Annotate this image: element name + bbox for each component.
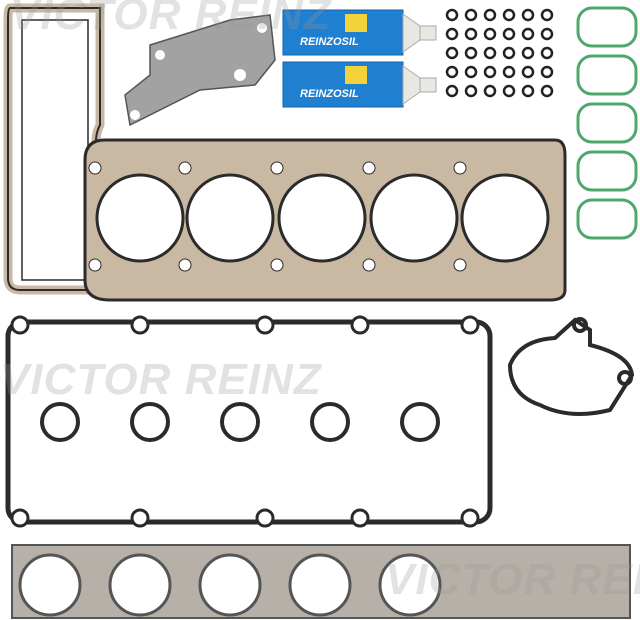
bolt-hole bbox=[130, 315, 150, 335]
sealant-tube-1 bbox=[282, 9, 437, 56]
o-ring bbox=[540, 65, 554, 79]
bolt-hole bbox=[460, 508, 480, 528]
o-ring bbox=[483, 46, 497, 60]
o-rings bbox=[445, 8, 554, 98]
o-ring bbox=[521, 65, 535, 79]
tube-label: REINZOSIL bbox=[300, 36, 359, 48]
o-ring bbox=[483, 84, 497, 98]
sealant-tube-2 bbox=[282, 61, 437, 108]
brand-watermark: VICTOR REINZ bbox=[385, 555, 640, 604]
exhaust-port bbox=[378, 553, 442, 617]
intake-gasket bbox=[576, 54, 638, 96]
o-ring bbox=[521, 27, 535, 41]
o-ring bbox=[464, 84, 478, 98]
o-ring bbox=[502, 27, 516, 41]
bolt-hole bbox=[178, 161, 192, 175]
cylinder-bore bbox=[185, 173, 275, 263]
spark-plug-seal bbox=[400, 402, 440, 442]
bolt-hole bbox=[350, 315, 370, 335]
bolt-hole bbox=[350, 508, 370, 528]
o-ring bbox=[540, 84, 554, 98]
o-ring bbox=[521, 84, 535, 98]
intake-gasket bbox=[576, 102, 638, 144]
exhaust-port bbox=[18, 553, 82, 617]
bolt-hole bbox=[88, 161, 102, 175]
bolt-hole bbox=[255, 508, 275, 528]
intake-gasket bbox=[576, 6, 638, 48]
cylinder-bore bbox=[369, 173, 459, 263]
o-ring bbox=[464, 46, 478, 60]
brand-watermark: VICTOR REINZ bbox=[0, 355, 322, 404]
o-ring bbox=[464, 8, 478, 22]
spark-plug-seal bbox=[310, 402, 350, 442]
bolt-hole bbox=[362, 161, 376, 175]
bolt-hole bbox=[178, 258, 192, 272]
o-ring bbox=[540, 8, 554, 22]
bolt-hole bbox=[88, 258, 102, 272]
o-ring bbox=[521, 8, 535, 22]
bolt-hole bbox=[255, 315, 275, 335]
vacuum-pump-gasket bbox=[507, 317, 635, 416]
o-ring bbox=[445, 8, 459, 22]
bolt-hole bbox=[270, 161, 284, 175]
valve-cover-gasket bbox=[5, 315, 493, 528]
bolt-hole bbox=[460, 315, 480, 335]
o-ring bbox=[540, 46, 554, 60]
o-ring bbox=[502, 84, 516, 98]
spark-plug-seal bbox=[130, 402, 170, 442]
bolt-hole bbox=[362, 258, 376, 272]
tube-label: REINZOSIL bbox=[300, 88, 359, 100]
intake-manifold-gaskets bbox=[576, 6, 638, 240]
exhaust-port bbox=[288, 553, 352, 617]
intake-gasket bbox=[576, 150, 638, 192]
exhaust-port bbox=[198, 553, 262, 617]
brand-watermark: VICTOR REINZ bbox=[10, 0, 332, 39]
spark-plug-seal bbox=[40, 402, 80, 442]
bolt-hole bbox=[453, 161, 467, 175]
cylinder-head-gasket bbox=[83, 138, 567, 302]
o-ring bbox=[464, 65, 478, 79]
spark-plug-seal bbox=[220, 402, 260, 442]
o-ring bbox=[445, 46, 459, 60]
bolt-hole bbox=[130, 508, 150, 528]
o-ring bbox=[445, 27, 459, 41]
o-ring bbox=[502, 8, 516, 22]
cylinder-bore bbox=[460, 173, 550, 263]
o-ring bbox=[464, 27, 478, 41]
o-ring bbox=[540, 27, 554, 41]
exhaust-port bbox=[108, 553, 172, 617]
o-ring bbox=[483, 65, 497, 79]
cylinder-bore bbox=[95, 173, 185, 263]
o-ring bbox=[521, 46, 535, 60]
o-ring bbox=[445, 65, 459, 79]
bolt-hole bbox=[270, 258, 284, 272]
o-ring bbox=[502, 46, 516, 60]
plate-gasket bbox=[124, 14, 276, 127]
o-ring bbox=[483, 27, 497, 41]
bolt-hole bbox=[10, 508, 30, 528]
exhaust-manifold-gasket bbox=[11, 544, 631, 619]
bolt-hole bbox=[453, 258, 467, 272]
o-ring bbox=[502, 65, 516, 79]
o-ring bbox=[483, 8, 497, 22]
bolt-hole bbox=[10, 315, 30, 335]
intake-gasket bbox=[576, 198, 638, 240]
cylinder-bore bbox=[277, 173, 367, 263]
o-ring bbox=[445, 84, 459, 98]
